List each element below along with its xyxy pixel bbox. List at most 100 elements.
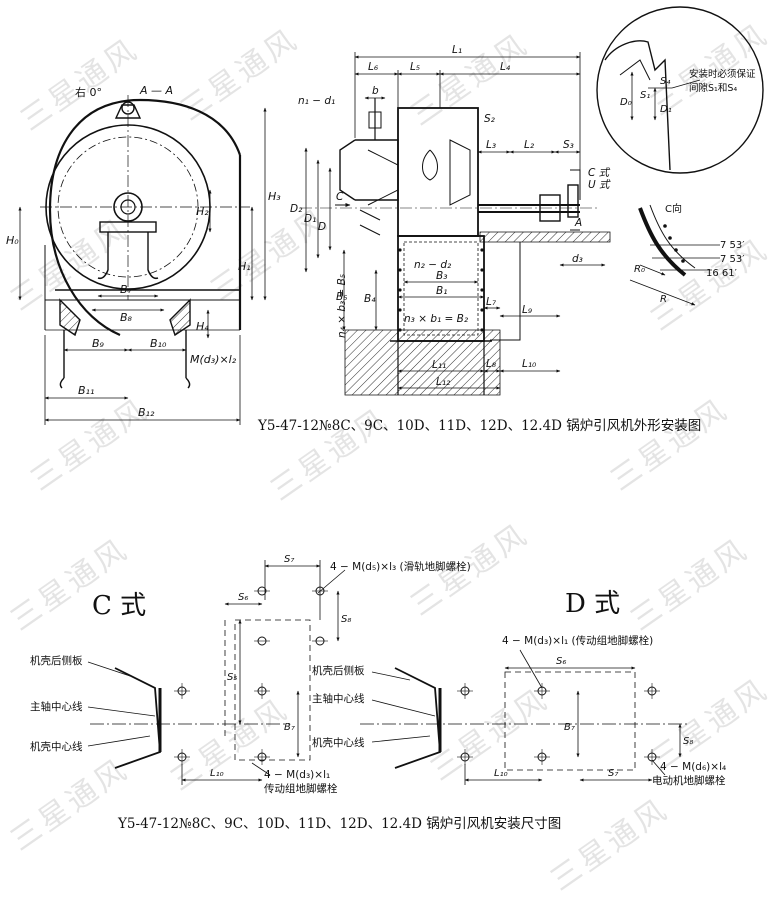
dim-s8-c: S₈ xyxy=(341,614,351,625)
front-view-dim-labels: H₀ H₃ H₁ H₂ H₄ B₇ B₈ B₉ B₁₀ M(d₃)×l₂ B₁₁… xyxy=(6,190,281,419)
c-type-layout xyxy=(87,560,346,776)
front-view-dimensions xyxy=(18,107,267,425)
dim-l5: L₅ xyxy=(410,61,420,73)
drive-bolt-d: 4 − M(d₃)×l₁ (传动组地脚螺栓) xyxy=(502,634,653,647)
dim-m-bolt: M(d₃)×l₂ xyxy=(190,353,237,366)
dim-l11: L₁₁ xyxy=(432,359,446,371)
rear-panel-d: 机壳后侧板 xyxy=(312,664,365,677)
drive-bolt-c-2: 传动组地脚螺栓 xyxy=(264,782,338,795)
dim-d0: D₀ xyxy=(620,97,632,108)
dim-b11: B₁₁ xyxy=(78,384,94,397)
d-type-layout xyxy=(360,649,690,776)
shaft-line-c: 主轴中心线 xyxy=(30,700,83,713)
rail-bolt-label: 4 − M(d₅)×l₃ (滑轨地脚螺栓) xyxy=(330,560,471,573)
dim-s4: S₄ xyxy=(660,76,670,87)
dim-d3: d₃ xyxy=(572,253,583,265)
dim-s6-c: S₆ xyxy=(238,592,248,603)
clearance-note-1: 安装时必须保证 xyxy=(689,68,756,80)
front-view-a-a: 右 0° A — A xyxy=(40,84,250,389)
angle-2: 7 53′ xyxy=(720,254,745,265)
motor-bolt-d-1: 4 − M(d₆)×l₄ xyxy=(660,761,726,773)
dim-h3: H₃ xyxy=(268,190,281,203)
shaft-line-d: 主轴中心线 xyxy=(312,692,365,705)
dim-l9: L₉ xyxy=(522,304,533,316)
casing-line-d: 机壳中心线 xyxy=(312,736,365,749)
marker-c: C xyxy=(336,191,344,203)
dim-b7-d: B₇ xyxy=(564,722,575,733)
dim-b8: B₈ xyxy=(120,311,133,324)
angle-1: 7 53′ xyxy=(720,240,745,251)
dim-r0: R₀ xyxy=(634,264,645,275)
dim-n3-b1: n₃ × b₁ = B₂ xyxy=(404,313,469,325)
clearance-detail xyxy=(596,6,764,174)
dim-b7: B₇ xyxy=(120,283,133,296)
dim-b1: B₁ xyxy=(436,285,447,297)
dim-b5: B₅ xyxy=(336,291,347,303)
dim-l2: L₂ xyxy=(524,139,535,151)
casing-line-c: 机壳中心线 xyxy=(30,740,83,753)
dim-l8: L₈ xyxy=(486,358,497,370)
dim-d1: D₁ xyxy=(304,213,316,225)
rear-panel-c: 机壳后侧板 xyxy=(30,654,83,667)
angle-3: 16 61′ xyxy=(706,268,738,279)
label-c-type: C 式 xyxy=(588,167,611,179)
dim-s7-d: S₇ xyxy=(608,768,618,779)
dim-b4: B₄ xyxy=(364,293,376,305)
label-u-type: U 式 xyxy=(588,179,611,191)
c-type-dimensions xyxy=(181,564,340,785)
d-type-labels: D 式 4 − M(d₃)×l₁ (传动组地脚螺栓) S₆ 机壳后侧板 主轴中心… xyxy=(312,589,726,787)
marker-a: A xyxy=(574,217,582,229)
dim-l6: L₆ xyxy=(368,61,378,73)
dim-h2: H₂ xyxy=(196,205,209,218)
dim-h1: H₁ xyxy=(238,260,251,273)
dim-n2-d2: n₂ − d₂ xyxy=(414,259,452,271)
dim-b10: B₁₀ xyxy=(150,337,167,350)
dim-b7-c: B₇ xyxy=(284,722,295,733)
clearance-note-2: 间隙S₁和S₄ xyxy=(689,82,737,94)
motor-bolt-d-2: 电动机地脚螺栓 xyxy=(652,774,726,787)
c-direction-labels: C向 7 53′ 7 53′ 16 61′ R₀ R xyxy=(634,202,745,305)
dim-b-small: b xyxy=(372,85,379,97)
dim-b3: B₃ xyxy=(436,270,447,282)
side-view-dim-labels: L₁ L₆ L₅ L₄ n₁ − d₁ b S₂ L₃ L₂ S₃ D₂ D₁ … xyxy=(290,44,611,388)
c-direction-view xyxy=(629,204,720,306)
dim-r: R xyxy=(660,294,667,305)
dim-s7-c: S₇ xyxy=(284,554,294,565)
clearance-detail-labels: 安装时必须保证 间隙S₁和S₄ D₀ S₁ S₄ D₁ xyxy=(620,68,756,115)
dim-n1-d1: n₁ − d₁ xyxy=(298,95,335,107)
dim-d: D xyxy=(318,221,326,233)
dim-s6-d: S₆ xyxy=(556,656,566,667)
rotation-label: 右 0° xyxy=(75,85,102,99)
bottom-figure-caption: Y5-47-12№8C、9C、10D、11D、12D、12.4D 锅炉引风机安装… xyxy=(118,816,562,832)
dim-l7: L₇ xyxy=(486,296,497,308)
dim-l10: L₁₀ xyxy=(522,358,537,370)
dim-l4: L₄ xyxy=(500,61,511,73)
dim-s5-c: S₅ xyxy=(227,672,237,683)
c-direction-title: C向 xyxy=(665,202,682,215)
dim-d2: D₂ xyxy=(290,203,303,215)
dim-l10-d: L₁₀ xyxy=(494,768,508,779)
dim-h4: H₄ xyxy=(196,320,209,333)
side-view xyxy=(300,98,611,396)
dim-b12: B₁₂ xyxy=(138,406,155,419)
section-label: A — A xyxy=(139,84,173,97)
top-figure-caption: Y5-47-12№8C、9C、10D、11D、12D、12.4D 锅炉引风机外形… xyxy=(258,418,702,434)
dim-l10-c: L₁₀ xyxy=(210,768,224,779)
dim-l12: L₁₂ xyxy=(436,376,451,388)
drive-bolt-c-1: 4 − M(d₃)×l₁ xyxy=(264,769,330,781)
dim-s8-d: S₈ xyxy=(683,736,693,747)
dim-s3: S₃ xyxy=(563,139,574,151)
dim-h0: H₀ xyxy=(6,234,19,247)
dim-s2: S₂ xyxy=(484,113,496,125)
dim-d1-detail: D₁ xyxy=(660,104,672,115)
dim-l3: L₃ xyxy=(486,139,496,151)
d-type-title: D 式 xyxy=(565,589,620,619)
c-type-title: C 式 xyxy=(92,591,146,621)
dim-n4-b3: n₄ × b₃ = B₅ xyxy=(336,274,348,338)
side-view-dimensions xyxy=(304,52,606,390)
c-type-labels: S₇ 4 − M(d₅)×l₃ (滑轨地脚螺栓) S₆ S₈ S₅ B₇ L₁₀… xyxy=(30,554,471,795)
dim-b9: B₉ xyxy=(92,337,105,350)
dim-s1: S₁ xyxy=(640,90,650,101)
